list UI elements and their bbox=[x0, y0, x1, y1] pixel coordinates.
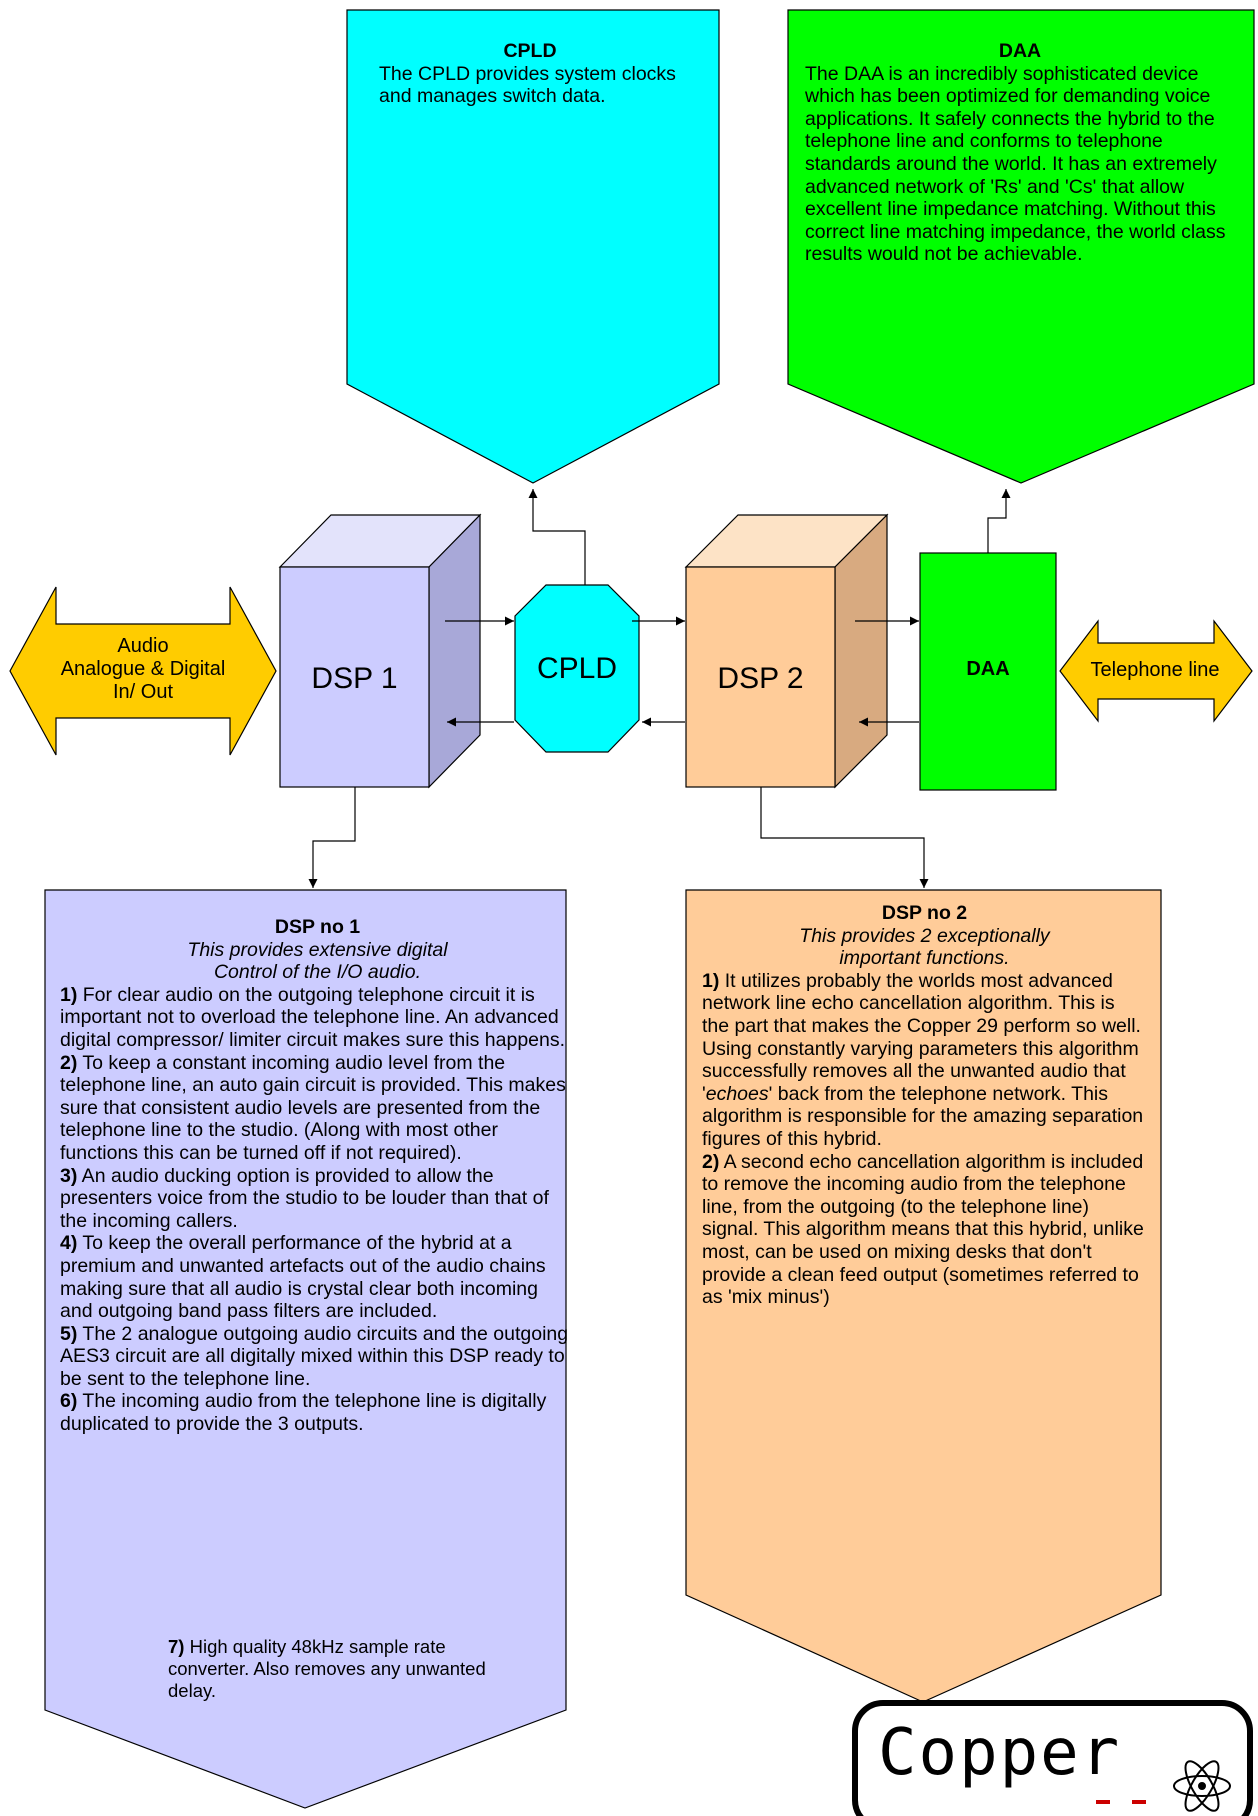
cpld-description-title: CPLD bbox=[503, 40, 557, 62]
audio-io-label-line3: In/ Out bbox=[112, 681, 174, 703]
dsp2-description: DSP no 2 This provides 2 exceptionally i… bbox=[702, 902, 1147, 1309]
dsp1-item-5: 5) The 2 analogue outgoing audio circuit… bbox=[60, 1322, 569, 1390]
dsp1-item-7: 7) High quality 48kHz sample rate conver… bbox=[168, 1636, 486, 1701]
dsp1-label: DSP 1 bbox=[311, 662, 398, 695]
copper-logo-frame bbox=[852, 1700, 1253, 1816]
audio-io-double-arrow bbox=[9, 586, 277, 756]
dsp2-description-shape bbox=[685, 889, 1162, 1703]
telephone-line-label: Telephone line bbox=[1090, 659, 1220, 681]
audio-io-label-line2: Analogue & Digital bbox=[60, 658, 226, 680]
cpld-description-shape bbox=[346, 9, 720, 484]
atom-icon bbox=[1173, 1760, 1231, 1812]
dsp1-description-title: DSP no 1 bbox=[274, 916, 361, 938]
dsp1-to-description-arrow bbox=[308, 787, 356, 888]
cpld-label: CPLD bbox=[536, 652, 618, 685]
dsp1-description-shape bbox=[44, 889, 567, 1809]
audio-io-label: Audio Analogue & Digital In/ Out bbox=[56, 635, 230, 704]
dsp1-description: DSP no 1 This provides extensive digital… bbox=[60, 916, 575, 1436]
dsp1-item-4: 4) To keep the overall performance of th… bbox=[60, 1232, 546, 1323]
daa-block bbox=[919, 552, 1057, 791]
cpld-description: CPLD The CPLD provides system clocks and… bbox=[375, 40, 685, 108]
telephone-line-double-arrow bbox=[1059, 619, 1253, 723]
dsp1-item-2: 2) To keep a constant incoming audio lev… bbox=[60, 1051, 566, 1164]
dsp1-item-1: 1) For clear audio on the outgoing telep… bbox=[60, 983, 566, 1051]
dsp2-description-title: DSP no 2 bbox=[881, 902, 968, 924]
daa-label: DAA bbox=[966, 658, 1010, 680]
cpld-to-cpld-description-arrow bbox=[528, 489, 586, 585]
logo-red-dots bbox=[1096, 1800, 1146, 1804]
audio-io-label-line1: Audio bbox=[117, 635, 169, 657]
copper-logo: Copper bbox=[878, 1716, 1122, 1790]
daa-description-title: DAA bbox=[998, 40, 1042, 62]
dsp1-description-subtitle-line1: This provides extensive digital bbox=[187, 938, 448, 961]
dsp2-item-1: 1) It utilizes probably the worlds most … bbox=[702, 969, 1144, 1150]
dsp2-cube bbox=[684, 513, 889, 789]
dsp1-item-6: 6) The incoming audio from the telephone… bbox=[60, 1390, 547, 1436]
dsp1-item-3: 3) An audio ducking option is provided t… bbox=[60, 1164, 549, 1232]
daa-description-shape bbox=[787, 9, 1255, 484]
dsp2-item-2: 2) A second echo cancellation algorithm … bbox=[702, 1150, 1144, 1309]
cpld-description-text: The CPLD provides system clocks and mana… bbox=[379, 62, 676, 108]
daa-description: DAA The DAA is an incredibly sophisticat… bbox=[805, 40, 1235, 266]
cpld-octagon bbox=[514, 584, 640, 753]
dsp2-description-subtitle-line1: This provides 2 exceptionally bbox=[799, 924, 1050, 947]
dsp2-to-description-arrow bbox=[760, 787, 929, 888]
daa-to-daa-description-arrow bbox=[987, 489, 1011, 553]
dsp1-cube bbox=[278, 513, 482, 789]
daa-description-text: The DAA is an incredibly sophisticated d… bbox=[805, 62, 1226, 266]
dsp2-description-subtitle-line2: important functions. bbox=[839, 947, 1010, 970]
dsp2-label: DSP 2 bbox=[717, 662, 804, 695]
dsp1-description-subtitle-line2: Control of the I/O audio. bbox=[213, 961, 422, 984]
